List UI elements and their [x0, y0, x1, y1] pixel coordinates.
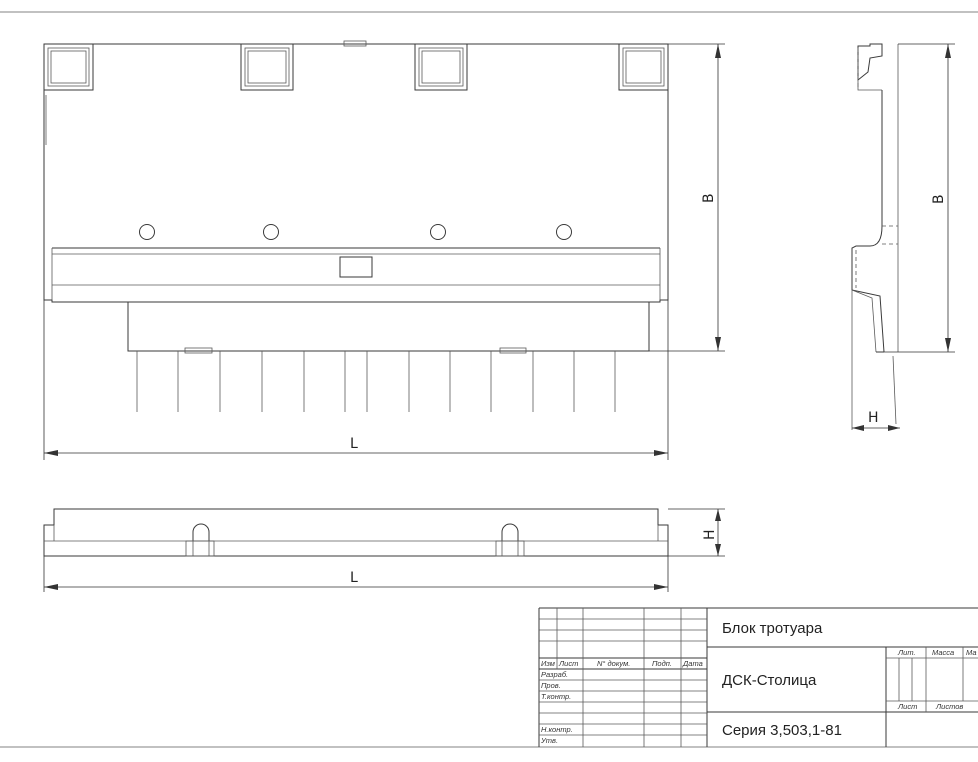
row-razrab: Разраб. — [541, 670, 568, 679]
front-b-label: B — [701, 193, 717, 203]
row-prov: Пров. — [541, 681, 561, 690]
hdr-massa: Масса — [932, 648, 954, 657]
front-dimension-l: L — [43, 300, 669, 460]
top-slots — [43, 40, 669, 91]
row-t-kontr: Т.контр. — [541, 692, 571, 701]
front-l-label: L — [350, 436, 358, 452]
hdr-masshtab: Ма — [966, 648, 977, 657]
col-list: Лист — [558, 659, 578, 668]
hdr-lit: Лит. — [897, 648, 916, 657]
col-date: Дата — [682, 659, 703, 668]
rebar-lines — [136, 351, 616, 412]
front-view: L B — [43, 40, 725, 460]
side-dimension-h: H — [852, 410, 900, 431]
series: Серия 3,503,1-81 — [722, 722, 842, 739]
plan-dimension-l: L — [43, 556, 669, 592]
side-dimension-b: B — [884, 43, 955, 353]
col-doc-no: N° докум. — [597, 659, 630, 668]
plan-h-label: H — [702, 529, 718, 540]
product-name: Блок тротуара — [722, 620, 823, 637]
side-view: B H — [851, 43, 955, 431]
organization: ДСК-Столица — [722, 672, 817, 689]
col-izm: Изм — [541, 659, 555, 668]
row-utv: Утв. — [540, 736, 558, 745]
hdr-listov: Листов — [935, 702, 963, 711]
front-dimension-b: B — [649, 43, 725, 352]
mounting-holes — [139, 224, 572, 240]
side-b-label: B — [931, 194, 947, 204]
plan-view: L H — [43, 508, 725, 592]
side-h-label: H — [868, 410, 879, 426]
sheet-frame — [0, 11, 978, 748]
row-n-kontr: Н.контр. — [541, 725, 573, 734]
col-sign: Подп. — [652, 659, 672, 668]
plan-dimension-h: H — [668, 508, 725, 557]
plan-l-label: L — [350, 570, 358, 586]
hdr-list: Лист — [897, 702, 917, 711]
title-block: Изм Лист N° докум. Подп. Дата Разраб. Пр… — [538, 607, 978, 747]
